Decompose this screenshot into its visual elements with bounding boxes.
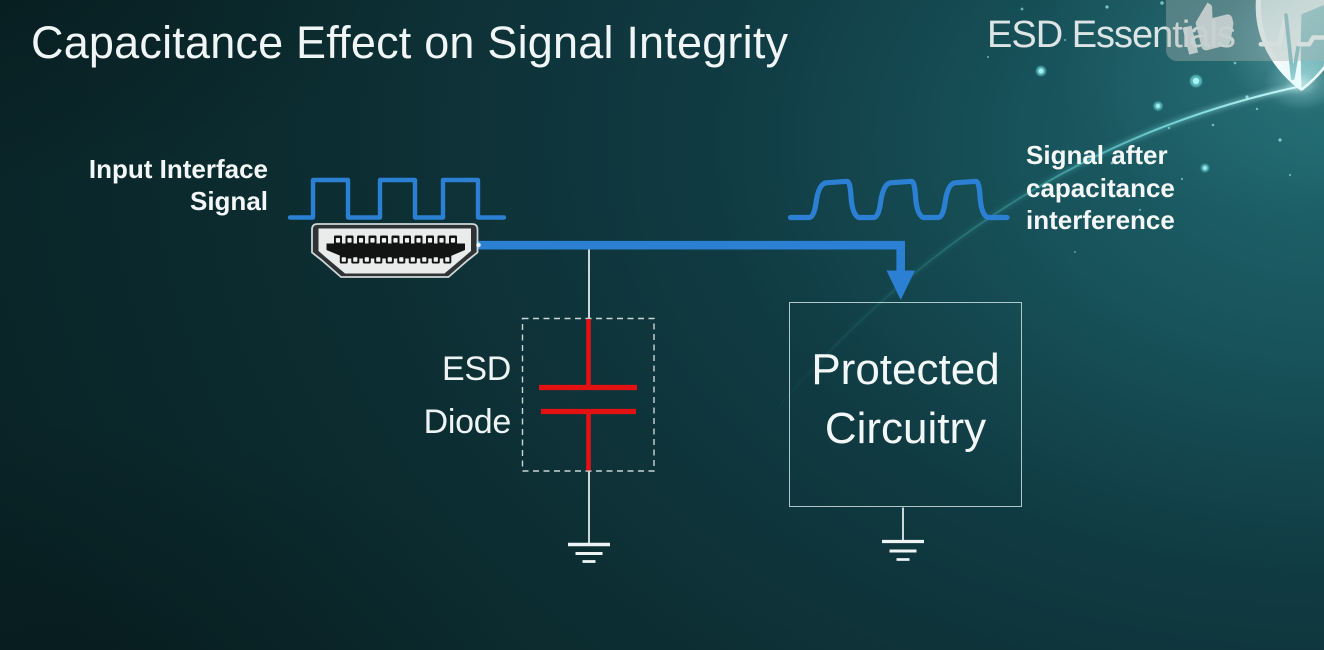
box-ground-symbol [882, 539, 924, 561]
esd-dashed-box [521, 317, 655, 472]
wires [568, 249, 924, 563]
thumbs-up-icon[interactable] [1178, 0, 1238, 55]
distorted-signal-wave [787, 178, 1010, 221]
bus-junction-dot [476, 242, 481, 248]
clean-signal-wave [287, 177, 507, 220]
hdmi-pin-holes [335, 238, 456, 262]
hdmi-connector [311, 223, 481, 278]
shield-tip-glow [1263, 58, 1324, 110]
protected-circuitry-box: Protected Circuitry [789, 302, 1022, 507]
output-signal-label: Signal after capacitance interference [1026, 140, 1175, 235]
bus-line [477, 240, 905, 273]
bus-arrowhead [886, 270, 915, 300]
shield-logo [1221, 0, 1324, 116]
input-signal-label: Input Interface Signal [88, 154, 268, 216]
light-streak [752, 82, 1303, 438]
signal-bus [477, 240, 915, 300]
particles [986, 1, 1292, 254]
esd-diode-label: ESD Diode [423, 350, 512, 441]
slide-title: Capacitance Effect on Signal Integrity [31, 17, 789, 68]
protected-circuitry-label: Protected Circuitry [811, 345, 1000, 453]
esd-diode-symbol [539, 319, 637, 471]
esd-ground-symbol [568, 542, 610, 563]
hdmi-tongue [326, 243, 465, 259]
